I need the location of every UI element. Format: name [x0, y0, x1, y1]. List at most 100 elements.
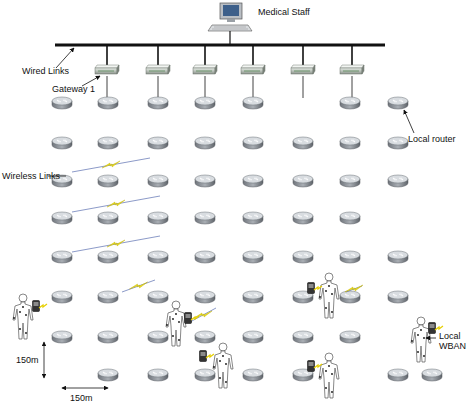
router-icon: [243, 331, 263, 343]
gateway-icon: [95, 65, 119, 74]
router-icon: [340, 251, 360, 263]
wired-link: [352, 76, 353, 98]
dimension-arrow: [44, 342, 45, 378]
router-icon: [340, 331, 360, 343]
router-icon: [195, 251, 215, 263]
router-icon: [195, 369, 215, 381]
router-icon: [243, 291, 263, 303]
wired-link: [205, 76, 206, 98]
wireless-link: [72, 236, 160, 252]
router-icon: [243, 137, 263, 149]
router-icon: [148, 212, 168, 224]
wireless-link: [72, 158, 150, 172]
gateway-label: Gateway 1: [52, 84, 95, 94]
router-icon: [195, 331, 215, 343]
wban-figure: [13, 294, 47, 339]
leader-line: [426, 338, 436, 339]
dimension-label: 150m: [16, 355, 39, 365]
wired-link: [303, 76, 304, 98]
router-icon: [243, 369, 263, 381]
router-icon: [148, 331, 168, 343]
router-icon: [148, 291, 168, 303]
router-icon: [243, 175, 263, 187]
wired-link: [351, 45, 353, 66]
gateway-icon: [193, 65, 217, 74]
router-icon: [52, 137, 72, 149]
wired-link: [204, 45, 206, 66]
router-layer: [52, 97, 442, 381]
router-icon: [98, 369, 118, 381]
router-label: Local router: [408, 134, 456, 144]
wired-link: [253, 76, 254, 98]
dimension-arrow: [62, 388, 108, 389]
router-icon: [422, 369, 442, 381]
router-icon: [148, 97, 168, 109]
router-icon: [52, 331, 72, 343]
wired-link: [158, 76, 159, 98]
router-icon: [148, 137, 168, 149]
gateway-icon: [340, 65, 364, 74]
router-icon: [388, 97, 408, 109]
router-icon: [98, 251, 118, 263]
wireless-link: [190, 308, 216, 322]
router-icon: [243, 212, 263, 224]
wban-figure: [411, 317, 443, 362]
staff-label: Medical Staff: [258, 7, 310, 17]
router-icon: [52, 97, 72, 109]
gateway-layer: [95, 45, 364, 98]
router-icon: [293, 251, 313, 263]
router-icon: [98, 175, 118, 187]
router-icon: [195, 97, 215, 109]
wired-link: [252, 45, 254, 66]
router-icon: [52, 212, 72, 224]
wired-bus: [55, 44, 385, 47]
gateway-icon: [146, 65, 170, 74]
router-icon: [388, 369, 408, 381]
router-icon: [388, 251, 408, 263]
router-icon: [243, 97, 263, 109]
wban-figure: [308, 273, 340, 318]
router-icon: [98, 137, 118, 149]
wired-link: [157, 45, 159, 66]
router-icon: [98, 97, 118, 109]
wired-link: [302, 45, 304, 66]
wired-link: [229, 31, 230, 45]
router-icon: [340, 97, 360, 109]
wired-links-label: Wired Links: [22, 66, 69, 76]
router-icon: [195, 137, 215, 149]
leader-line: [404, 110, 414, 133]
wireless-link: [345, 285, 363, 292]
router-icon: [98, 291, 118, 303]
router-icon: [293, 212, 313, 224]
router-icon: [98, 212, 118, 224]
leader-line: [56, 48, 74, 68]
gateway-icon: [241, 65, 265, 74]
wired-link: [106, 45, 108, 66]
wireless-link: [72, 196, 160, 212]
wban-label: Local WBAN: [439, 331, 471, 352]
wireless-links-label: Wireless Links: [2, 171, 60, 181]
wban-figure: [200, 343, 234, 388]
router-icon: [293, 175, 313, 187]
router-icon: [195, 212, 215, 224]
router-icon: [195, 291, 215, 303]
router-icon: [195, 175, 215, 187]
router-icon: [340, 291, 360, 303]
router-icon: [52, 291, 72, 303]
router-icon: [293, 331, 313, 343]
router-icon: [52, 251, 72, 263]
router-icon: [98, 331, 118, 343]
router-icon: [388, 137, 408, 149]
router-icon: [148, 251, 168, 263]
router-icon: [388, 175, 408, 187]
wban-figure: [308, 353, 340, 398]
router-icon: [340, 175, 360, 187]
dimension-label: 150m: [70, 393, 93, 403]
router-icon: [243, 251, 263, 263]
router-icon: [148, 175, 168, 187]
router-icon: [148, 369, 168, 381]
wireless-link-layer: [72, 158, 363, 322]
